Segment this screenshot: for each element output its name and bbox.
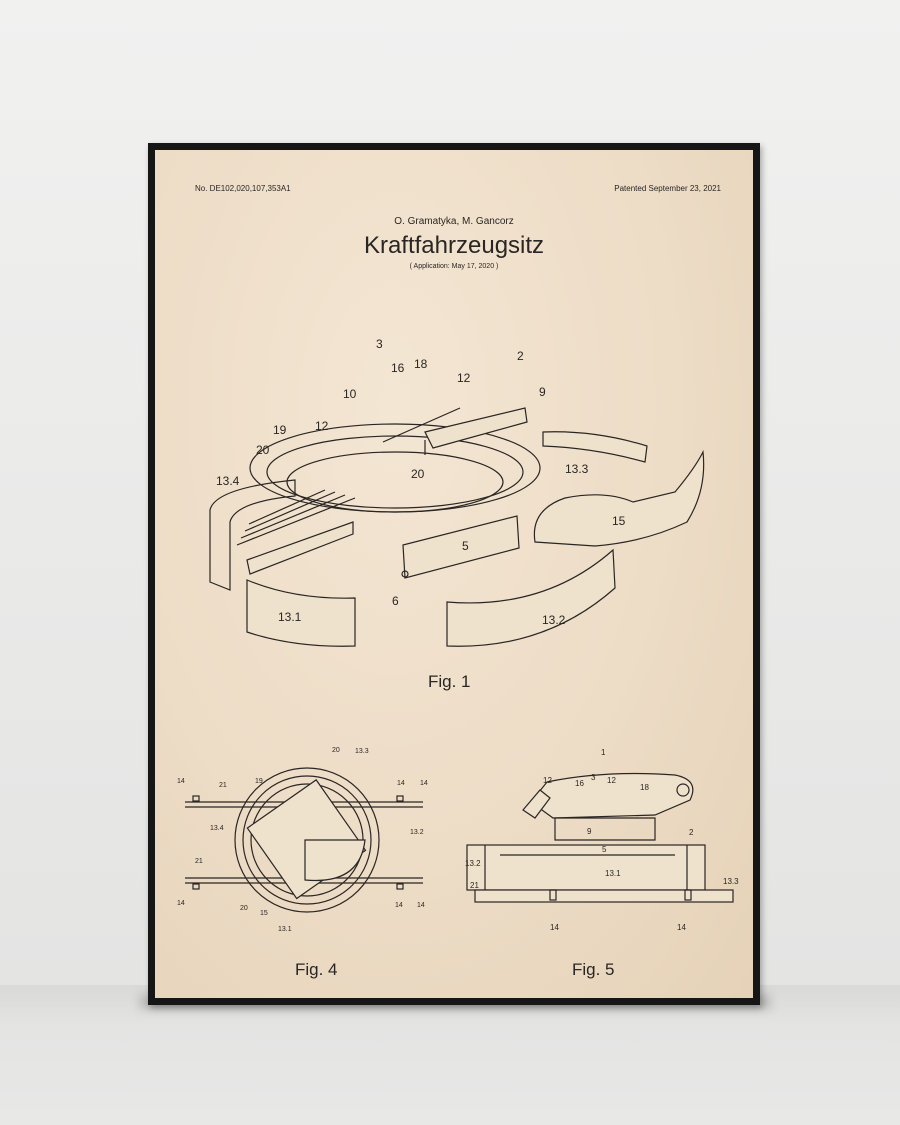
label: 14 [397, 780, 405, 787]
label: 14 [395, 902, 403, 909]
label: 15 [260, 910, 268, 917]
fig1-labels: 3 16 18 12 2 10 9 12 19 20 13.4 13.3 20 … [216, 337, 626, 627]
label: 12 [607, 776, 616, 785]
label: 13.2 [465, 859, 481, 868]
label: 13.4 [216, 474, 240, 488]
label: 9 [587, 827, 592, 836]
label: 3 [591, 773, 596, 782]
patent-number: No. DE102,020,107,353A1 [195, 184, 291, 193]
fig4-labels: 20 13.3 14 21 19 14 14 13.4 13.2 21 14 2… [177, 747, 428, 933]
application-date: ( Application: May 17, 2020 ) [409, 263, 499, 270]
fig5-caption: Fig. 5 [572, 960, 615, 979]
label: 21 [470, 881, 479, 890]
label: 14 [177, 778, 185, 785]
patent-authors: O. Gramatyka, M. Gancorz [394, 216, 514, 227]
label: 12 [457, 371, 471, 385]
label: 20 [332, 747, 340, 754]
floor [0, 985, 900, 1125]
label: 12 [315, 419, 329, 433]
label: 5 [462, 539, 469, 553]
label: 14 [420, 780, 428, 787]
fig1-drawing: 3 16 18 12 2 10 9 12 19 20 13.4 13.3 20 … [177, 337, 739, 979]
label: 18 [640, 783, 649, 792]
label: 20 [256, 443, 270, 457]
poster-frame: No. DE102,020,107,353A1 Patented Septemb… [148, 143, 760, 1005]
label: 13.1 [278, 926, 292, 933]
label: 13.4 [210, 825, 224, 832]
label: 13.2 [410, 829, 424, 836]
label: 14 [550, 923, 559, 932]
label: 15 [612, 514, 626, 528]
label: 1 [601, 748, 606, 757]
patent-poster: No. DE102,020,107,353A1 Patented Septemb… [155, 150, 753, 998]
label: 16 [575, 779, 584, 788]
label: 13.3 [565, 462, 589, 476]
label: 21 [219, 782, 227, 789]
fig4-drawing [185, 767, 423, 913]
label: 2 [517, 349, 524, 363]
label: 13.1 [605, 869, 621, 878]
label: 13.3 [355, 748, 369, 755]
patented-date: Patented September 23, 2021 [614, 184, 721, 193]
label: 18 [414, 357, 428, 371]
label: 14 [177, 900, 185, 907]
label: 16 [391, 361, 405, 375]
fig5-labels: 1 12 16 3 12 18 9 2 5 13.2 13.1 13.3 21 … [465, 748, 739, 932]
label: 2 [689, 828, 694, 837]
label: 20 [411, 467, 425, 481]
label: 19 [255, 778, 263, 785]
patent-title: Kraftfahrzeugsitz [363, 232, 545, 259]
label: 12 [543, 776, 552, 785]
label: 19 [273, 423, 287, 437]
label: 20 [240, 905, 248, 912]
fig5-drawing [466, 772, 734, 903]
label: 3 [376, 337, 383, 351]
label: 5 [602, 845, 607, 854]
label: 10 [343, 387, 357, 401]
label: 21 [195, 858, 203, 865]
fig1-caption: Fig. 1 [428, 672, 471, 691]
fig4-caption: Fig. 4 [295, 960, 338, 979]
label: 13.2 [542, 613, 566, 627]
label: 9 [539, 385, 546, 399]
label: 14 [417, 902, 425, 909]
label: 14 [677, 923, 686, 932]
label: 13.1 [278, 610, 302, 624]
label: 13.3 [723, 877, 739, 886]
label: 6 [392, 594, 399, 608]
fig1-seat-frame [209, 407, 705, 647]
